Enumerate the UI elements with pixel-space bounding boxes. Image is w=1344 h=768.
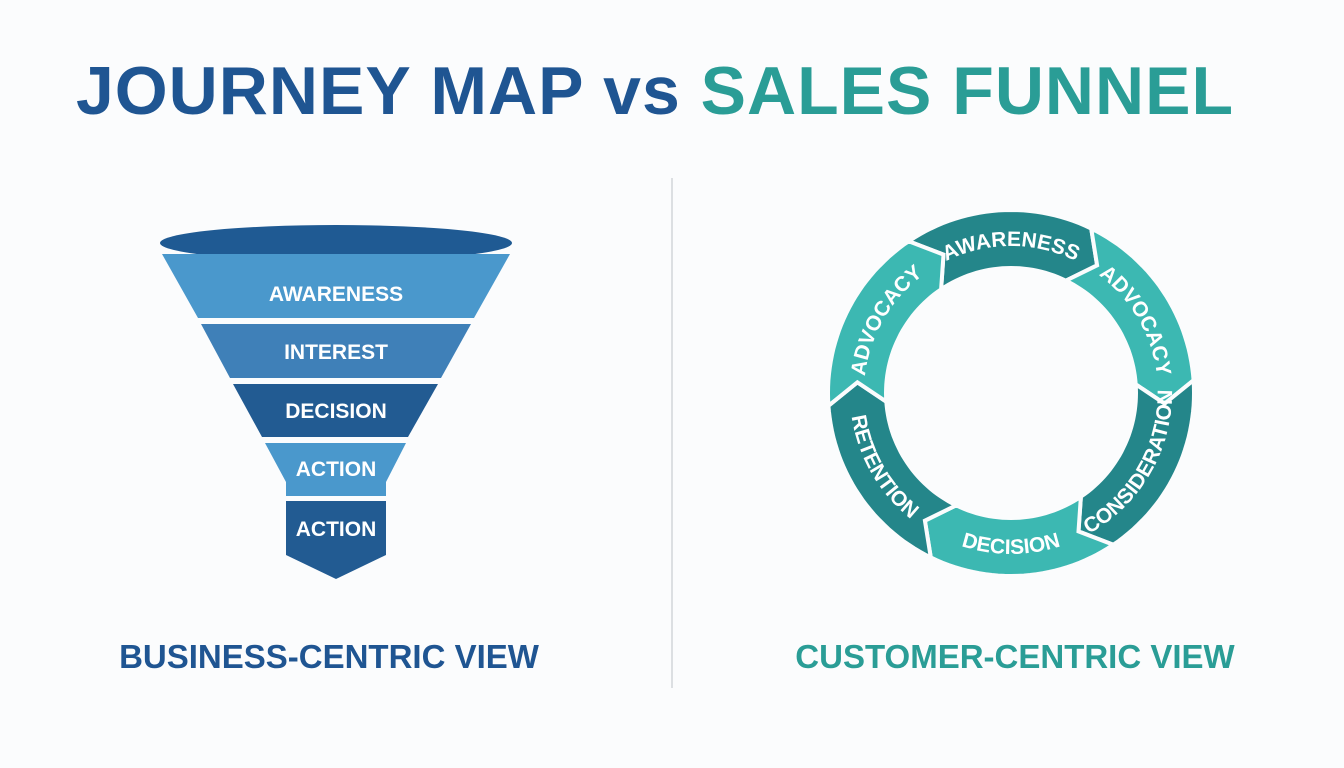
funnel-label: ACTION: [296, 518, 377, 541]
funnel-stage-action-2: [286, 501, 386, 579]
funnel-rim: [160, 225, 512, 261]
sales-funnel: AWARENESS INTEREST DECISION ACTION ACTIO…: [160, 225, 512, 579]
funnel-caption: BUSINESS-CENTRIC VIEW: [119, 638, 539, 675]
customer-journey-cycle: AWARENESSADVOCACYCONSIDERATIONDECISIONRE…: [825, 207, 1197, 579]
funnel-label: INTEREST: [284, 341, 388, 364]
cycle-caption: CUSTOMER-CENTRIC VIEW: [795, 638, 1235, 675]
title-journey-map: JOURNEY MAP vs: [75, 53, 701, 129]
funnel-stage-action-1: [265, 443, 406, 496]
funnel-stage-decision: [233, 384, 438, 437]
divider: [671, 178, 673, 688]
page-title: JOURNEY MAP vs SALES FUNNEL: [0, 52, 1310, 130]
funnel-stage-awareness: [162, 254, 510, 318]
funnel-stage-interest: [201, 324, 471, 378]
funnel-label: AWARENESS: [269, 283, 403, 306]
funnel-label: ACTION: [296, 458, 377, 481]
cycle-segment: [825, 239, 946, 410]
title-sales-funnel: SALES FUNNEL: [700, 53, 1235, 129]
funnel-label: DECISION: [285, 400, 387, 423]
